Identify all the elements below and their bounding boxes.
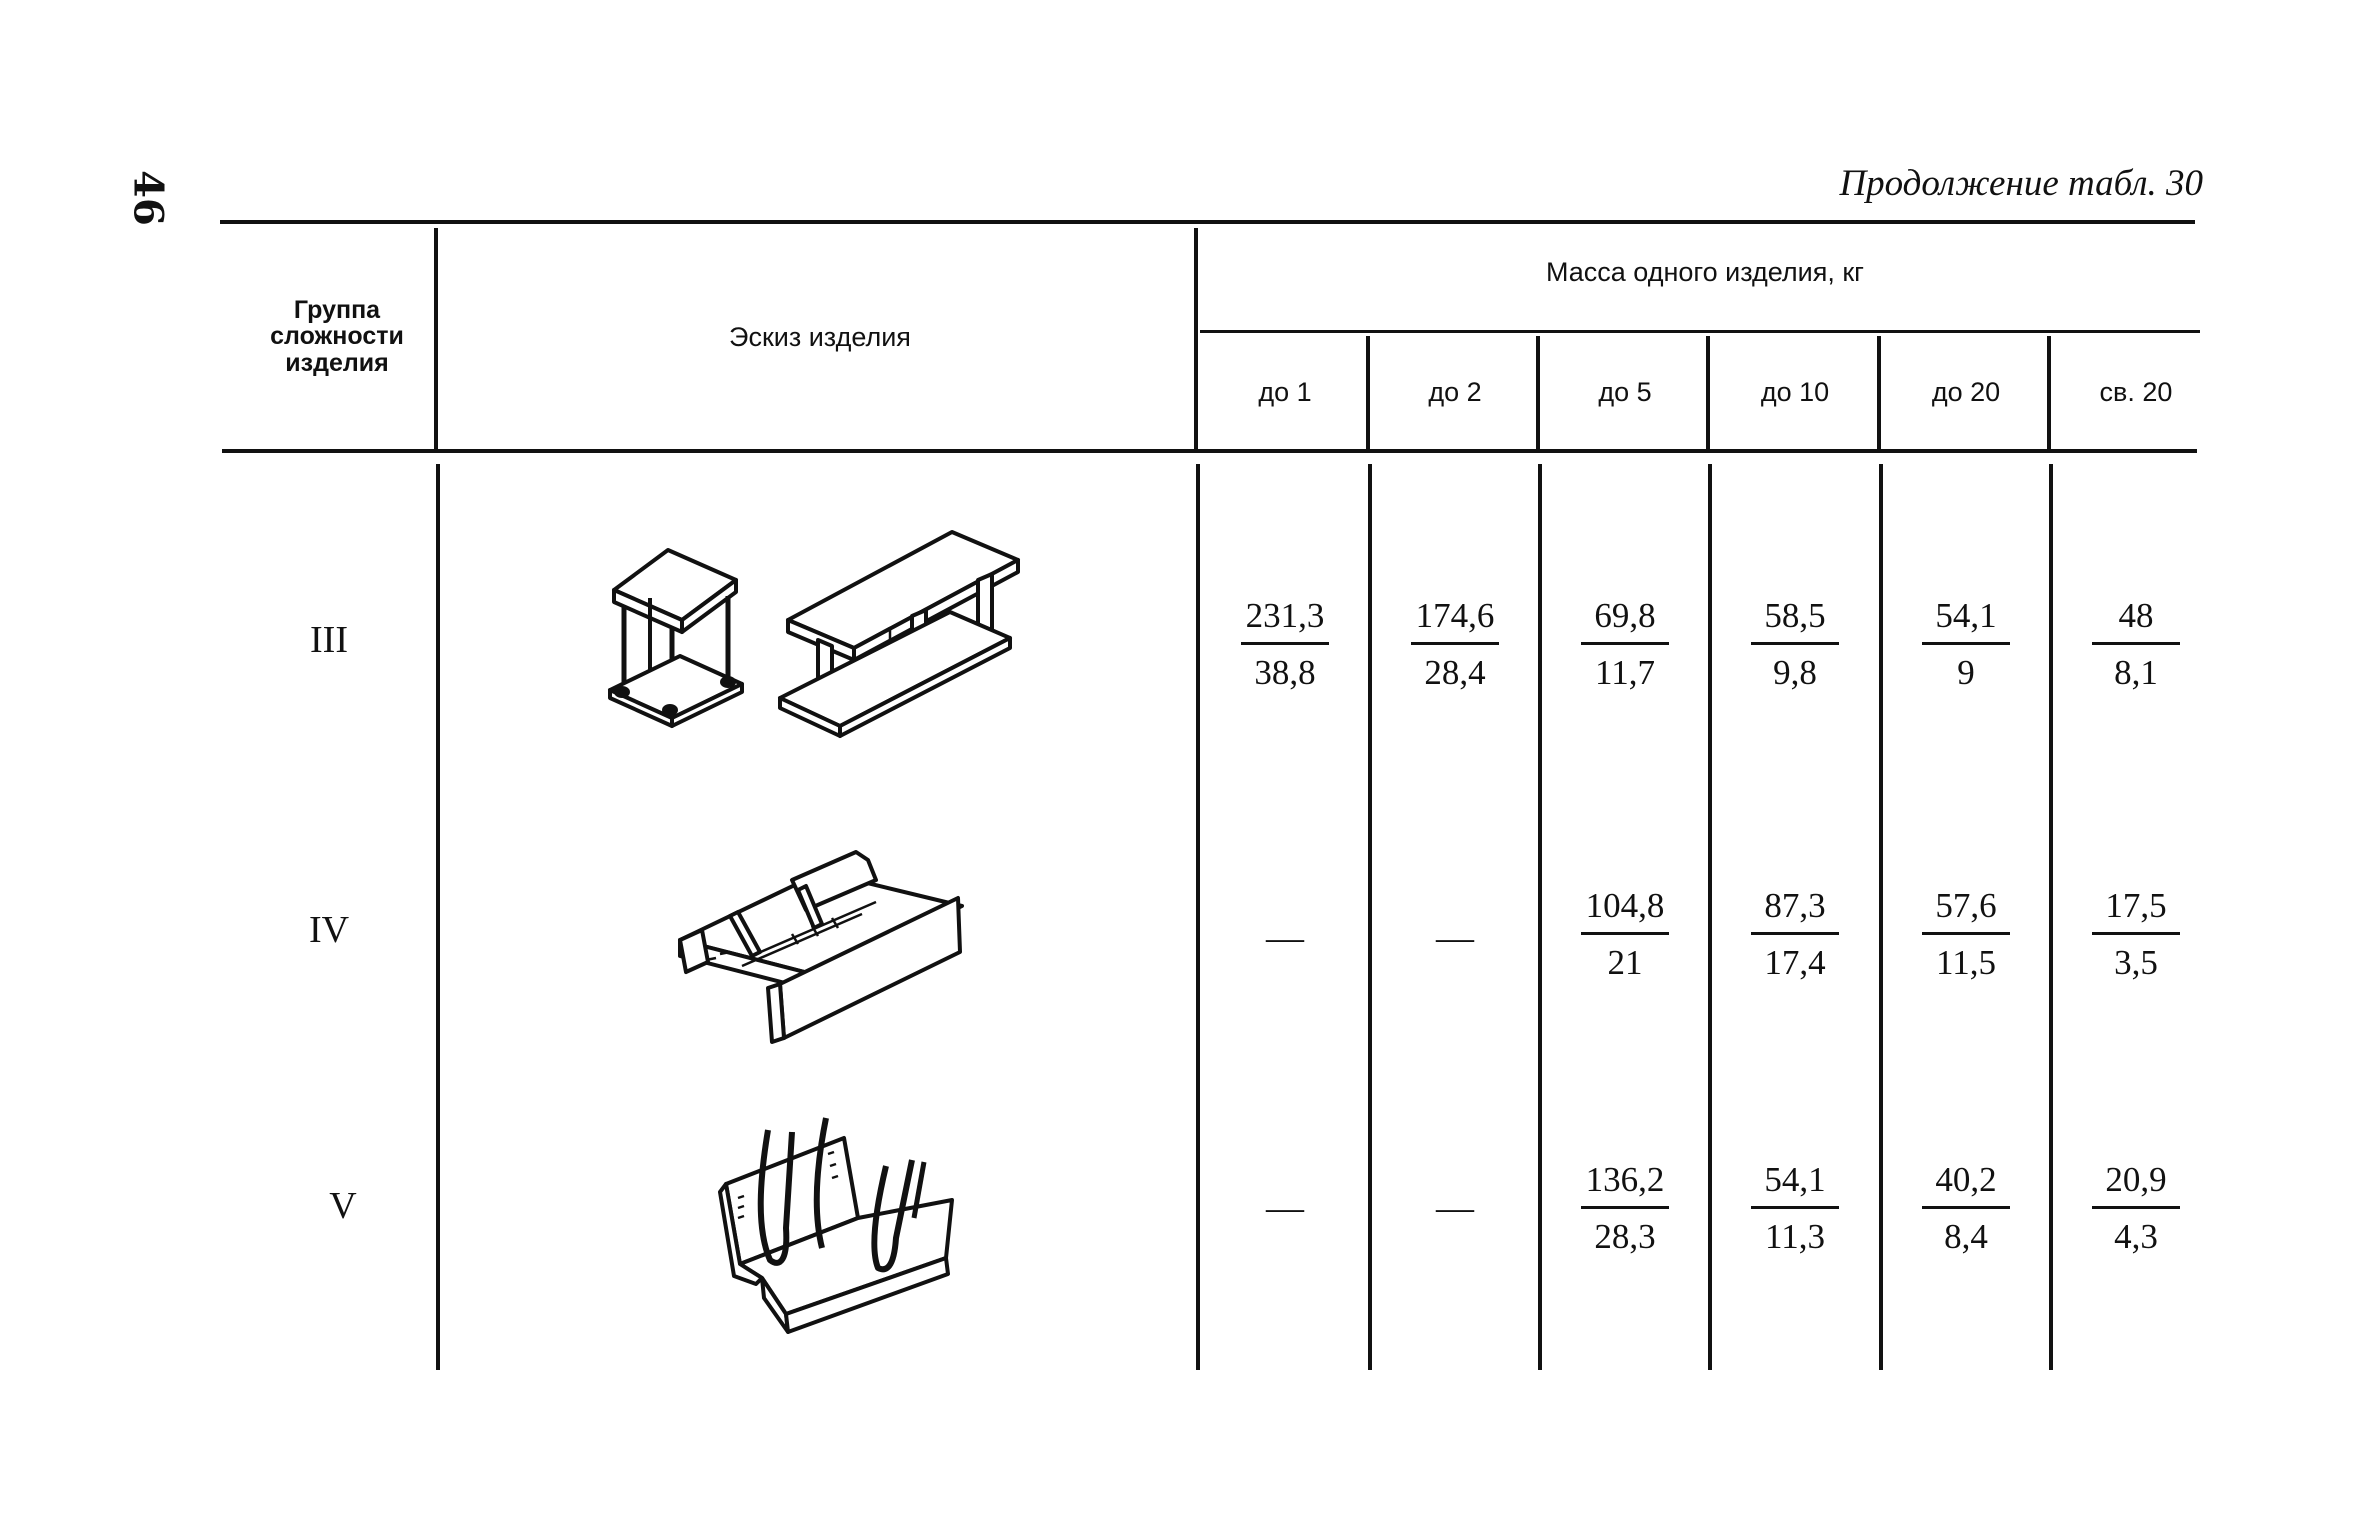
value-numerator: 17,5 <box>2105 886 2167 925</box>
value-denominator: 17,4 <box>1764 942 1826 982</box>
column-divider <box>1196 464 1200 1370</box>
frame-assembly-sketch-icon <box>608 530 1020 738</box>
column-divider <box>436 464 440 1370</box>
mass-header-rule <box>1200 330 2200 333</box>
column-divider <box>1366 336 1370 450</box>
col-header-upto-10: до 10 <box>1760 377 1830 407</box>
column-divider <box>1368 464 1372 1370</box>
column-divider <box>1877 336 1881 450</box>
value-denominator: 11,3 <box>1765 1216 1825 1256</box>
row-group-label: V <box>329 1185 357 1227</box>
column-divider <box>1708 464 1712 1370</box>
value-cell-fraction: 57,6 11,5 <box>1881 884 2051 985</box>
value-denominator: 28,3 <box>1594 1216 1656 1256</box>
value-numerator: 57,6 <box>1935 886 1997 925</box>
value-cell-fraction: 40,2 8,4 <box>1881 1158 2051 1259</box>
value-cell-fraction: 69,8 11,7 <box>1540 594 1710 695</box>
value-numerator: 48 <box>2118 596 2154 635</box>
fraction-bar <box>1241 641 1329 645</box>
header-product-sketch: Эскиз изделия <box>729 322 911 352</box>
column-divider <box>2047 336 2051 450</box>
empty-cell-dash: — <box>1436 917 1474 959</box>
trough-with-rods-sketch-icon <box>718 1117 954 1334</box>
column-divider <box>1879 464 1883 1370</box>
value-cell-fraction: 87,3 17,4 <box>1710 884 1880 985</box>
column-divider <box>2049 464 2053 1370</box>
value-cell-fraction: 20,9 4,3 <box>2051 1158 2221 1259</box>
table-top-rule <box>220 220 2195 224</box>
value-denominator: 8,1 <box>2114 652 2158 692</box>
empty-cell-dash: — <box>1266 1187 1304 1229</box>
col-header-over-20: св. 20 <box>2099 377 2173 407</box>
value-numerator: 40,2 <box>1935 1160 1997 1199</box>
value-denominator: 9,8 <box>1773 652 1817 692</box>
fraction-bar <box>1922 931 2010 935</box>
header-group-complexity: Группа сложности изделия <box>270 296 404 377</box>
fraction-bar <box>1751 931 1839 935</box>
fraction-bar <box>2092 931 2180 935</box>
value-denominator: 8,4 <box>1944 1216 1988 1256</box>
fraction-bar <box>1751 641 1839 645</box>
fraction-bar <box>1922 1205 2010 1209</box>
header-bottom-rule <box>222 449 2197 453</box>
value-denominator: 21 <box>1607 942 1643 982</box>
value-cell-fraction: 104,8 21 <box>1540 884 1710 985</box>
value-numerator: 174,6 <box>1415 596 1495 635</box>
value-cell-fraction: 17,5 3,5 <box>2051 884 2221 985</box>
value-cell-fraction: 48 8,1 <box>2051 594 2221 695</box>
value-numerator: 54,1 <box>1764 1160 1826 1199</box>
fraction-bar <box>1411 641 1499 645</box>
row-group-label: IV <box>308 909 350 951</box>
value-cell-fraction: 231,3 38,8 <box>1200 594 1370 695</box>
value-cell-fraction: 136,2 28,3 <box>1540 1158 1710 1259</box>
value-denominator: 9 <box>1957 652 1975 692</box>
header-unit-mass: Масса одного изделия, кг <box>1545 257 1865 287</box>
column-divider <box>1536 336 1540 450</box>
value-denominator: 4,3 <box>2114 1216 2158 1256</box>
fraction-bar <box>2092 641 2180 645</box>
value-denominator: 38,8 <box>1254 652 1316 692</box>
fraction-bar <box>1581 1205 1669 1209</box>
col-header-upto-2: до 2 <box>1428 377 1482 407</box>
fraction-bar <box>1922 641 2010 645</box>
value-denominator: 11,5 <box>1936 942 1996 982</box>
fraction-bar <box>1751 1205 1839 1209</box>
value-cell-fraction: 54,1 9 <box>1881 594 2051 695</box>
empty-cell-dash: — <box>1436 1187 1474 1229</box>
value-numerator: 104,8 <box>1585 886 1665 925</box>
value-denominator: 3,5 <box>2114 942 2158 982</box>
value-cell-fraction: 174,6 28,4 <box>1370 594 1540 695</box>
fraction-bar <box>1581 931 1669 935</box>
col-header-upto-20: до 20 <box>1931 377 2001 407</box>
value-numerator: 54,1 <box>1935 596 1997 635</box>
value-numerator: 69,8 <box>1594 596 1656 635</box>
value-numerator: 20,9 <box>2105 1160 2167 1199</box>
row-group-label: III <box>310 619 348 661</box>
column-divider <box>434 228 438 450</box>
value-numerator: 87,3 <box>1764 886 1826 925</box>
column-divider <box>1706 336 1710 450</box>
value-denominator: 28,4 <box>1424 652 1486 692</box>
col-header-upto-1: до 1 <box>1258 377 1312 407</box>
value-denominator: 11,7 <box>1595 652 1655 692</box>
column-divider <box>1538 464 1542 1370</box>
value-numerator: 58,5 <box>1764 596 1826 635</box>
value-numerator: 136,2 <box>1585 1160 1665 1199</box>
channel-assembly-sketch-icon <box>678 850 964 1044</box>
fraction-bar <box>1581 641 1669 645</box>
table-continuation-title: Продолжение табл. 30 <box>1839 163 2203 204</box>
column-divider <box>1194 228 1198 450</box>
col-header-upto-5: до 5 <box>1598 377 1652 407</box>
value-numerator: 231,3 <box>1245 596 1325 635</box>
value-cell-fraction: 58,5 9,8 <box>1710 594 1880 695</box>
page-number: 46 <box>124 170 172 226</box>
fraction-bar <box>2092 1205 2180 1209</box>
empty-cell-dash: — <box>1266 917 1304 959</box>
value-cell-fraction: 54,1 11,3 <box>1710 1158 1880 1259</box>
